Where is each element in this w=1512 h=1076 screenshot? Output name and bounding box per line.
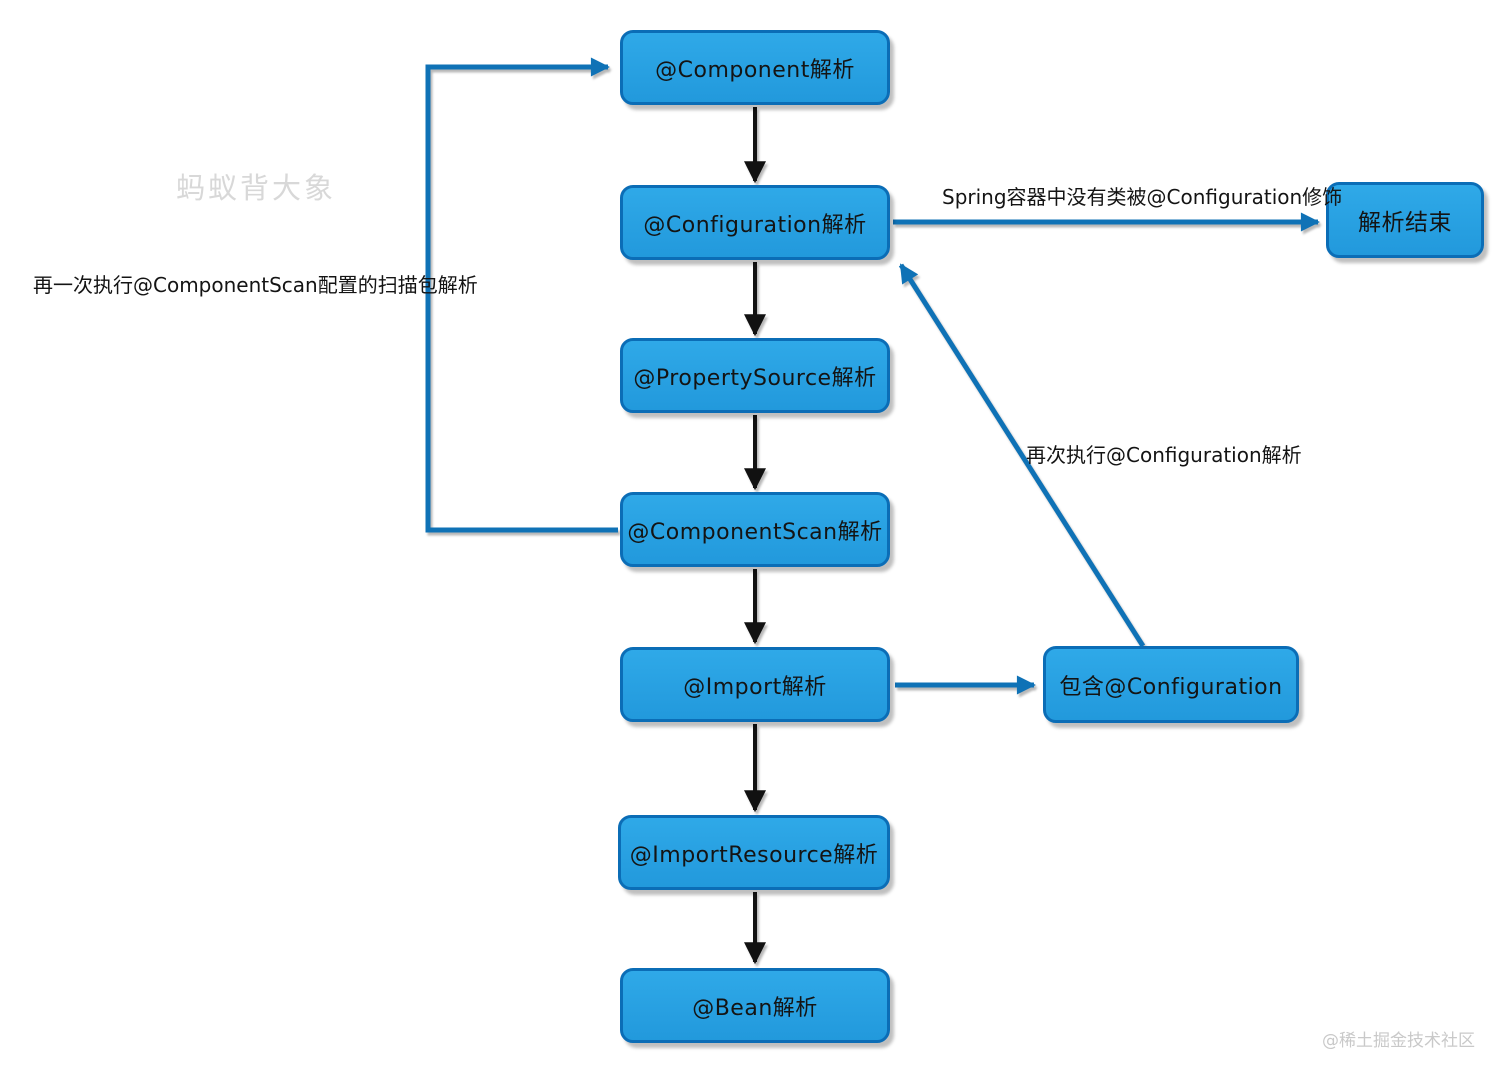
edge-label-rerun-configuration: 再次执行@Configuration解析 <box>1026 443 1302 467</box>
node-configuration-parse-label: @Configuration解析 <box>643 212 867 238</box>
node-bean-parse: @Bean解析 <box>620 968 890 1043</box>
node-import-resource-parse-label: @ImportResource解析 <box>629 842 879 868</box>
node-contains-configuration: 包含@Configuration <box>1043 646 1299 723</box>
edge-label-rerun-component-scan: 再一次执行@ComponentScan配置的扫描包解析 <box>33 273 478 297</box>
node-import-parse: @Import解析 <box>620 647 890 722</box>
node-import-resource-parse: @ImportResource解析 <box>618 815 890 890</box>
node-component-parse: @Component解析 <box>620 30 890 105</box>
node-bean-parse-label: @Bean解析 <box>692 995 818 1021</box>
node-property-source-parse-label: @PropertySource解析 <box>633 365 877 391</box>
node-parse-end: 解析结束 <box>1326 182 1484 258</box>
watermark-title: 蚂蚁背大象 <box>176 171 337 205</box>
node-component-parse-label: @Component解析 <box>655 57 855 83</box>
watermark-footer: @稀土掘金技术社区 <box>1322 1031 1475 1051</box>
node-import-parse-label: @Import解析 <box>683 674 827 700</box>
node-property-source-parse: @PropertySource解析 <box>620 338 890 413</box>
node-configuration-parse: @Configuration解析 <box>620 185 890 260</box>
node-component-scan-parse: @ComponentScan解析 <box>620 492 890 567</box>
edge-componentscan-to-component-loop <box>425 57 618 533</box>
node-component-scan-parse-label: @ComponentScan解析 <box>627 519 883 545</box>
node-contains-configuration-label: 包含@Configuration <box>1059 674 1283 700</box>
node-parse-end-label: 解析结束 <box>1358 210 1452 236</box>
edge-label-no-configuration: Spring容器中没有类被@Configuration修饰 <box>942 185 1343 209</box>
